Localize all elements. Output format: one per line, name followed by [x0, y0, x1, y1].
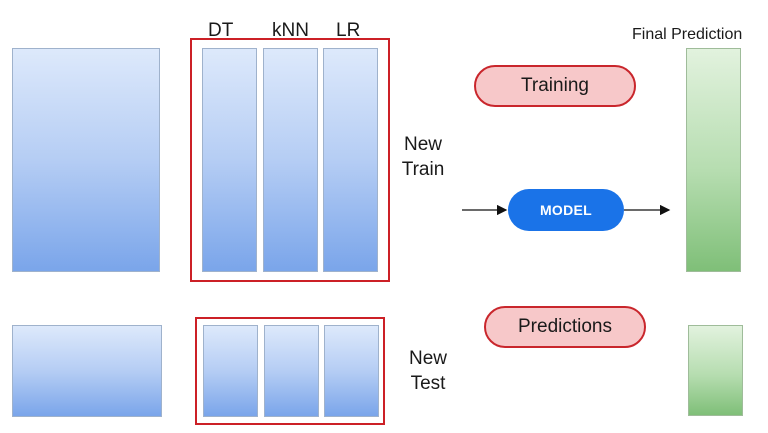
new-test-column-knn	[264, 325, 319, 417]
new-test-label: New Test	[400, 346, 456, 396]
model-pill: MODEL	[508, 189, 624, 231]
final-prediction-train-block	[686, 48, 741, 272]
new-test-column-dt	[203, 325, 258, 417]
new-train-label-line1: New	[403, 134, 442, 155]
train-data-block	[12, 48, 160, 272]
final-prediction-label: Final Prediction	[632, 26, 743, 43]
column-label-lr: LR	[336, 20, 361, 41]
new-train-column-lr	[323, 48, 378, 272]
new-train-frame	[190, 38, 390, 282]
new-train-label: New Train	[395, 132, 451, 182]
column-label-dt: DT	[208, 20, 234, 41]
predictions-pill: Predictions	[484, 306, 646, 348]
new-train-label-line2: Train	[401, 159, 445, 180]
new-test-column-lr	[324, 325, 379, 417]
final-prediction-test-block	[688, 325, 743, 416]
training-pill: Training	[474, 65, 636, 107]
new-test-label-line1: New	[408, 348, 447, 369]
new-train-column-knn	[263, 48, 318, 272]
column-label-knn: kNN	[272, 20, 309, 41]
new-test-frame	[195, 317, 385, 425]
new-train-column-dt	[202, 48, 257, 272]
new-test-label-line2: Test	[410, 373, 446, 394]
test-data-block	[12, 325, 162, 417]
